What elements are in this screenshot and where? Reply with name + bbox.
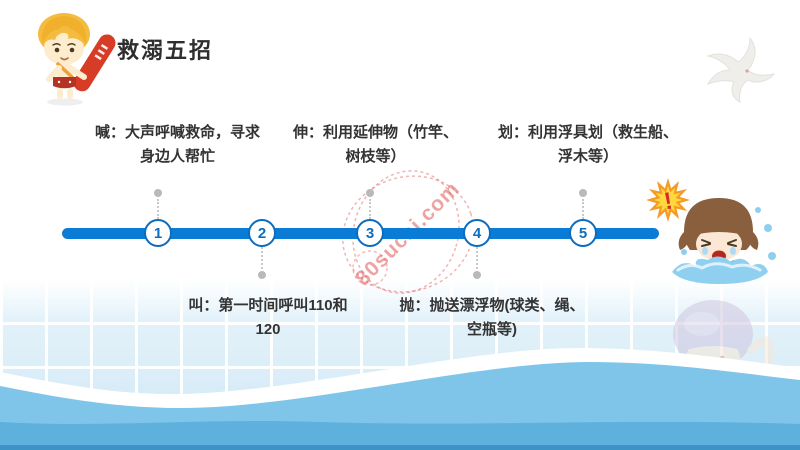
timeline-node-2: 2 xyxy=(248,219,276,247)
connector-step-4 xyxy=(476,247,478,269)
connector-step-1 xyxy=(157,199,159,219)
step-text-3: 伸：利用延伸物（竹竿、 树枝等） xyxy=(292,124,458,165)
connector-dot-4 xyxy=(473,271,481,279)
connector-step-2 xyxy=(261,247,263,269)
connector-dot-2 xyxy=(258,271,266,279)
connector-step-5 xyxy=(582,199,584,219)
connector-dot-1 xyxy=(154,189,162,197)
alert-starburst-icon: ! xyxy=(646,178,690,222)
timeline-node-3: 3 xyxy=(356,219,384,247)
slide-title: 救溺五招 xyxy=(117,38,214,63)
drowning-girl-illustration: ! xyxy=(646,178,776,284)
step-text-1: 喊：大声呼喊救命，寻求 身边人帮忙 xyxy=(94,124,260,165)
timeline-node-1: 1 xyxy=(144,219,172,247)
dove-icon xyxy=(706,36,776,103)
timeline-node-5: 5 xyxy=(569,219,597,247)
step-text-2: 叫：第一时间呼叫110和 120 xyxy=(188,297,348,338)
connector-dot-3 xyxy=(366,189,374,197)
step-text-4: 抛：抛送漂浮物(球类、绳、 空瓶等) xyxy=(399,297,585,338)
water-waves xyxy=(0,348,800,450)
lifeguard-boy-illustration xyxy=(38,13,116,106)
timeline-node-4: 4 xyxy=(463,219,491,247)
step-text-5: 划：利用浮具划（救生船、 浮木等） xyxy=(497,124,678,165)
connector-dot-5 xyxy=(579,189,587,197)
connector-step-3 xyxy=(369,199,371,219)
